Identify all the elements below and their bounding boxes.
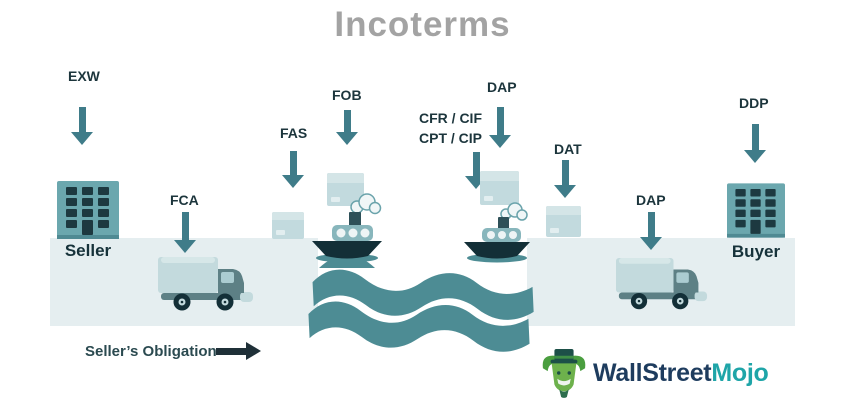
cargo-ship-icon-1 [312,193,382,268]
sellers-obligation-label: Seller’s Obligation [85,343,217,360]
seller-label: Seller [64,241,112,260]
fca-truck-icon [158,257,253,311]
water-waves-icon [308,269,534,352]
seller-building-icon [57,181,119,239]
term-label-dap-land: DAP [636,192,666,208]
bull-mascot-icon [542,349,586,398]
dap-sea-down-arrow-icon [489,107,511,148]
term-label-fca: FCA [170,192,199,208]
term-label-cfr-cpt: CFR / CIF CPT / CIP [419,108,482,148]
term-label-fas: FAS [280,125,308,141]
cfr-package-icon [480,171,519,205]
exw-down-arrow-icon [71,107,93,145]
term-label-ddp: DDP [739,95,769,111]
term-label-cpt-cip: CPT / CIP [419,130,483,146]
fob-package-icon [327,173,364,206]
sellers-obligation-arrow-icon [216,342,261,360]
fob-down-arrow-icon [336,110,358,145]
ddp-down-arrow-icon [744,124,766,163]
buyer-building-icon [727,183,785,238]
term-label-cfr-cif: CFR / CIF [419,110,482,126]
term-label-dap-sea: DAP [487,79,517,95]
dat-package-icon [546,206,581,237]
dap-truck-icon [616,258,708,310]
cargo-ship-icon-2 [464,202,530,263]
diagram-title: Incoterms [334,5,511,44]
term-label-dat: DAT [554,141,582,157]
logo-text-wallstreet: WallStreet [593,358,712,387]
term-label-exw: EXW [68,68,100,84]
fas-down-arrow-icon [282,151,304,188]
dap-land-down-arrow-icon [640,212,662,250]
logo-text: WallStreetMojo [593,358,769,388]
wallstreetmojo-logo: WallStreetMojo [541,347,769,399]
fca-down-arrow-icon [174,212,196,253]
logo-text-mojo: Mojo [711,358,769,387]
term-label-fob: FOB [332,87,362,103]
fas-package-icon [272,212,304,239]
buyer-label: Buyer [731,242,781,261]
dat-down-arrow-icon [554,160,576,198]
